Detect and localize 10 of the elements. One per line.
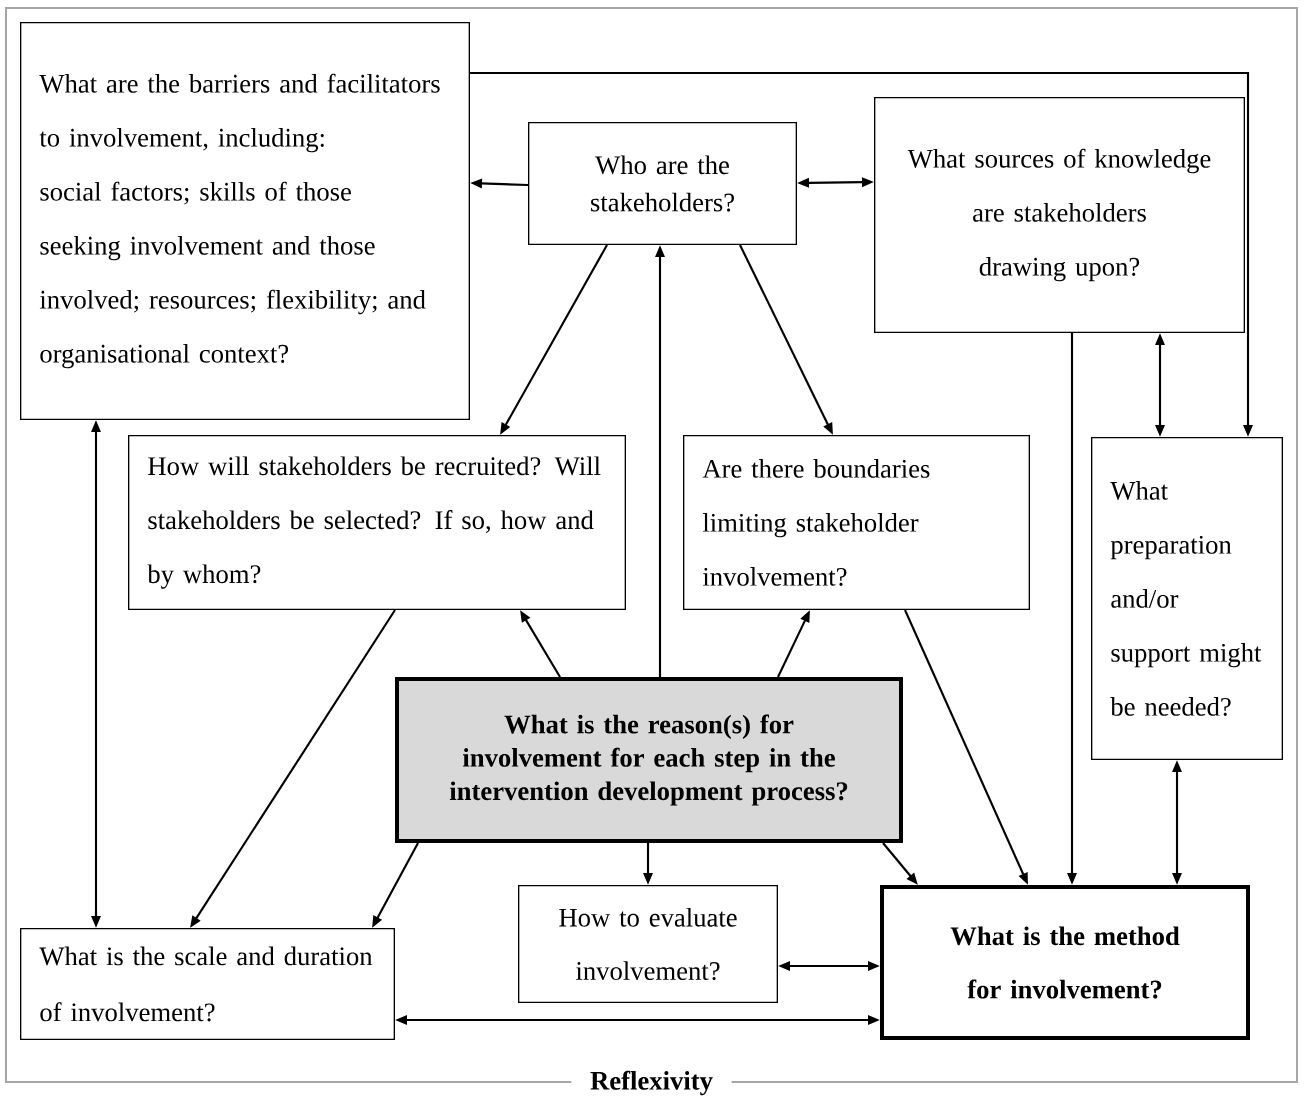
question-box: What sources of knowledge are stakeholders drawing upon? (874, 97, 1245, 333)
question-box: What is the method for involvement? (880, 885, 1250, 1040)
question-box: Are there boundaries limiting stakeholder involvement? (683, 435, 1030, 610)
question-box: What are the barriers and facilitators to involvement, including: social factors; skills of those seeking involvement and those involved; resources; flexibility; and organisational context? (20, 22, 470, 420)
question-box: How to evaluate involvement? (518, 885, 778, 1003)
question-box: How will stakeholders be recruited? Will stakeholders be selected? If so, how and by whom? (128, 435, 626, 610)
question-box: Who are the stakeholders? (528, 122, 797, 245)
question-box: What is the scale and duration of involvement? (20, 928, 395, 1040)
question-box: What is the reason(s) for involvement for each step in the intervention development process? (395, 677, 903, 843)
question-box: What preparation and/or support might be needed? (1091, 437, 1283, 760)
